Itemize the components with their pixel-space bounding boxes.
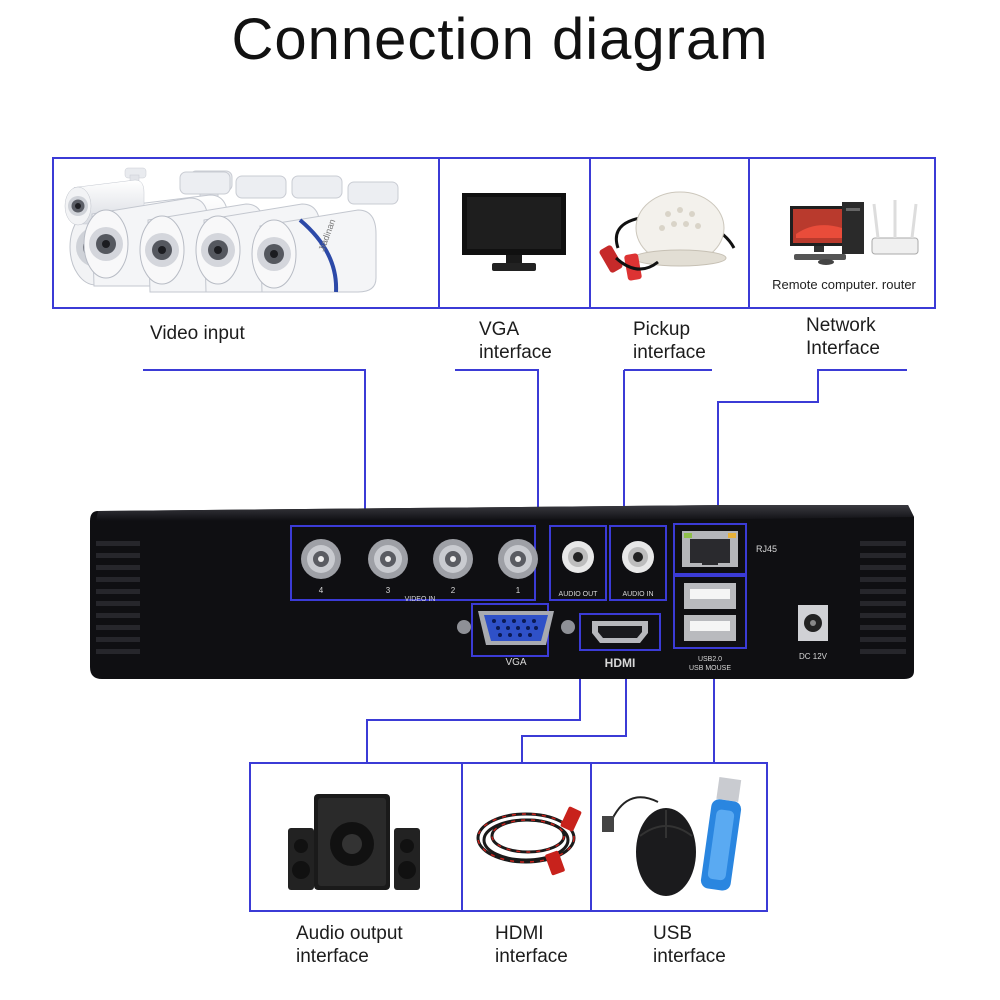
usb-frame [673, 575, 747, 649]
dvr-recorder: 4 3 2 1 VIDEO IN AUDIO OUT AUDIO IN RJ45… [90, 505, 914, 679]
usb-stick [700, 777, 742, 891]
rj45-port [682, 531, 738, 567]
audio-out-port-label: AUDIO OUT [559, 591, 599, 598]
usb-port-top [684, 583, 736, 609]
mouse-usb-stick-icon [602, 777, 742, 896]
speaker-system-icon [288, 794, 420, 890]
usb-port-bottom [684, 615, 736, 641]
remote-computer-caption: Remote computer. router [772, 277, 916, 292]
bnc-port-4 [301, 539, 341, 579]
network-line [717, 369, 907, 528]
video-input-line [143, 369, 366, 528]
vent-left [96, 541, 140, 654]
hdmi-port-label: HDMI [605, 656, 636, 670]
channel-4-label: 4 [319, 586, 324, 595]
bnc-port-2 [433, 539, 473, 579]
bnc-port-3 [368, 539, 408, 579]
vga-port-label: VGA [505, 657, 526, 668]
page-title: Connection diagram [231, 7, 769, 72]
cctv-camera-row: Jiadinan [83, 171, 399, 293]
rj45-label: RJ45 [756, 544, 777, 554]
rj45-frame [673, 523, 747, 575]
audio-out-frame [549, 525, 607, 601]
dc-label: DC 12V [799, 652, 828, 661]
channel-1-label: 1 [516, 586, 521, 595]
channel-3-label: 3 [386, 586, 391, 595]
camera-4-icon: Jiadinan [251, 181, 399, 293]
monitor-icon [462, 193, 566, 271]
audio-in-port-label: AUDIO IN [622, 591, 653, 598]
video-in-label: VIDEO IN [405, 596, 436, 603]
hdmi-cable-box [461, 762, 592, 912]
audio-out-line [366, 668, 581, 762]
pickup-microphone-icon [599, 191, 736, 281]
bnc-port-1 [498, 539, 538, 579]
hdmi-line [521, 668, 627, 762]
channel-2-label: 2 [451, 586, 456, 595]
audio-in-frame [609, 525, 667, 601]
usb-label-line1: USB2.0 [698, 656, 722, 663]
hdmi-port [592, 621, 648, 643]
usb-label-line2: USB MOUSE [689, 665, 731, 672]
dc-power-port [798, 605, 828, 641]
vent-right [860, 541, 906, 654]
hdmi-frame [579, 613, 661, 651]
computer-router-icon [790, 200, 919, 265]
audio-in-jack [622, 541, 654, 573]
audio-out-jack [562, 541, 594, 573]
vga-port [457, 611, 575, 645]
video-input-label: Video input [150, 323, 245, 344]
hdmi-cable-icon [476, 806, 582, 876]
